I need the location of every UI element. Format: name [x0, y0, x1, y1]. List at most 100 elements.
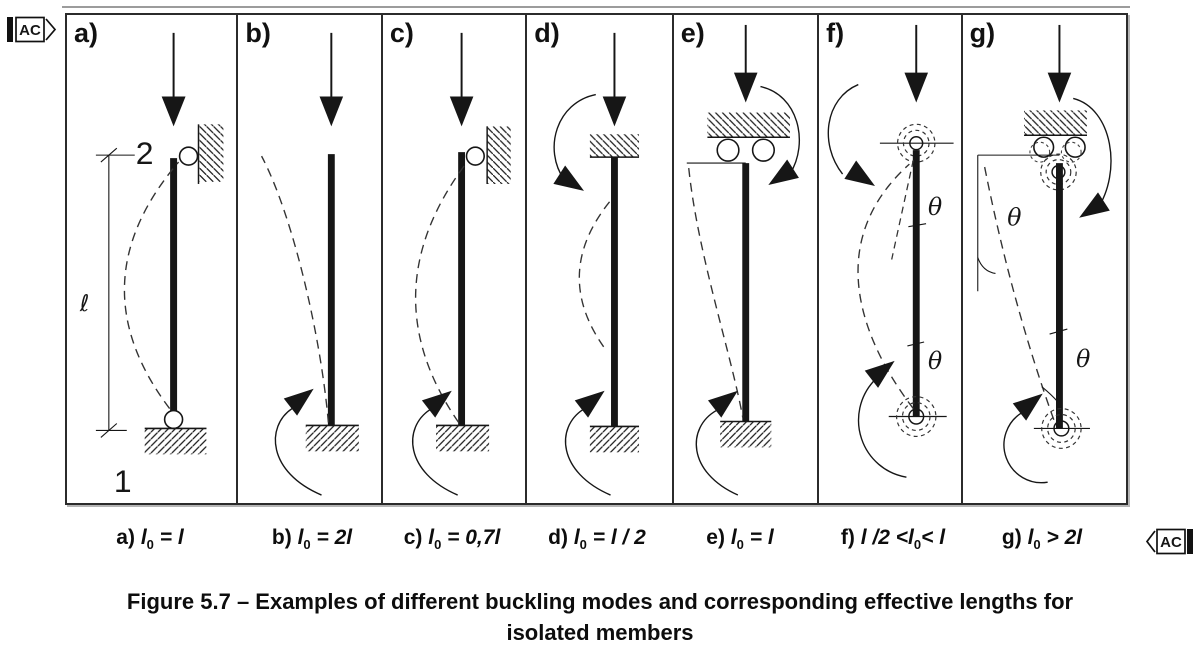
panel-label-g: g) l0 > 2l	[1001, 526, 1083, 552]
theta-top-label: θ	[928, 193, 942, 221]
fixed-base-support	[590, 425, 640, 453]
bottom-rotational-spring	[888, 396, 947, 438]
buckling-curve	[578, 201, 611, 352]
figure-caption-line1: Figure 5.7 – Examples of different buckl…	[126, 589, 1074, 614]
angle-tick-bottom	[907, 341, 925, 347]
angle-tick-mid	[1049, 328, 1068, 335]
reference-lines	[976, 154, 1060, 292]
fixed-base-support	[719, 420, 771, 448]
panel-c-letter: c)	[389, 18, 414, 48]
panel-d-letter: d)	[534, 18, 560, 48]
ac-marker-open: AC	[6, 15, 58, 49]
panel-label-f: f) l /2 <l0< l	[840, 526, 946, 552]
panel-e-drawing	[686, 24, 800, 496]
length-label: ℓ	[79, 291, 89, 317]
buckling-curve	[261, 155, 330, 423]
top-moment-arrow	[827, 83, 882, 196]
buckling-curve	[687, 167, 744, 418]
moment-arrow	[1002, 385, 1050, 484]
panel-b: b)	[236, 15, 380, 503]
ground-support	[144, 427, 207, 455]
load-arrow	[904, 24, 929, 103]
top-pin-support	[178, 124, 224, 184]
panel-a: a) 2 1	[67, 15, 236, 503]
moment-arrow	[858, 352, 907, 478]
figure-5-7-box: a) 2 1	[65, 13, 1128, 505]
fixed-base-support	[435, 424, 489, 452]
buckling-curve	[414, 163, 466, 423]
change-bar	[1187, 529, 1193, 554]
node-1-label: 1	[114, 463, 132, 499]
dimension-line	[95, 147, 135, 438]
panel-d-drawing	[553, 32, 640, 496]
moment-arrow	[275, 380, 323, 496]
ac-label: AC	[19, 22, 41, 39]
ac-marker-open-graphic: AC	[7, 16, 57, 43]
panel-label-d: d) l0 = l / 2	[548, 526, 646, 552]
panel-f: f) θ θ	[817, 15, 960, 503]
panel-f-drawing: θ θ	[827, 24, 954, 478]
ceiling-support	[707, 112, 790, 139]
roller-supports	[716, 138, 775, 162]
panel-label-e: e) l0 = l	[706, 526, 774, 552]
chevron-left-icon	[1145, 530, 1156, 553]
buckling-curve	[983, 166, 1056, 425]
panel-g-letter: g)	[969, 18, 996, 48]
load-arrow	[449, 32, 474, 127]
panel-c: c)	[380, 15, 525, 503]
moment-arrow	[565, 382, 612, 496]
panel-c-drawing	[411, 32, 511, 496]
panel-label-c: c) l0 = 0,7l	[403, 526, 501, 552]
figure-caption-line2: isolated members	[506, 620, 694, 645]
ac-marker-close: AC	[1145, 527, 1195, 561]
panel-a-drawing: 2 1 ℓ	[79, 32, 224, 499]
top-moment-arrow	[760, 85, 800, 195]
theta-bottom-label: θ	[928, 347, 942, 375]
fixed-base-support	[306, 424, 360, 452]
buckling-curve	[857, 163, 915, 410]
panel-d: d)	[525, 15, 671, 503]
angle-tick-top	[908, 223, 927, 228]
panel-f-letter: f)	[826, 18, 845, 48]
chevron-right-icon	[45, 18, 57, 41]
ceiling-support	[1023, 110, 1087, 137]
moment-arrow	[695, 382, 745, 496]
panel-b-letter: b)	[245, 18, 271, 48]
rotation-tangent-line	[891, 159, 915, 260]
ac-label: AC	[1160, 534, 1182, 551]
load-arrow	[1047, 24, 1071, 103]
load-arrow	[161, 32, 186, 127]
load-arrow	[602, 32, 627, 127]
change-bar	[7, 17, 13, 42]
panel-label-a: a) l0 = l	[116, 526, 184, 552]
panel-e-letter: e)	[680, 18, 705, 48]
top-moment-arrow	[1072, 97, 1112, 227]
load-arrow	[319, 32, 344, 127]
ac-marker-close-graphic: AC	[1145, 528, 1193, 555]
figure-caption: Figure 5.7 – Examples of different buckl…	[0, 586, 1200, 648]
panel-g: g)	[960, 15, 1126, 503]
panel-a-letter: a)	[74, 18, 99, 48]
moment-arrow	[411, 382, 459, 496]
panel-b-drawing	[261, 32, 360, 496]
node-2-label: 2	[136, 135, 154, 171]
panel-g-drawing: θ θ	[976, 24, 1112, 484]
roller-supports	[1029, 136, 1086, 163]
theta-top-label: θ	[1007, 204, 1021, 232]
load-arrow	[733, 24, 758, 103]
bottom-pin	[163, 409, 184, 430]
panel-labels-row: a) l0 = l b) l0 = 2l c) l0 = 0,7l d) l0 …	[0, 526, 1200, 560]
buckling-curve	[123, 161, 180, 409]
ac-box	[1156, 528, 1186, 555]
fixed-top-support	[590, 134, 640, 158]
angle-arc-bottom	[1041, 386, 1059, 403]
top-moment-arrow	[553, 93, 597, 201]
top-pin-support	[465, 126, 511, 184]
change-region-top-line	[62, 6, 1130, 8]
ac-box	[15, 16, 45, 43]
theta-bottom-label: θ	[1076, 345, 1090, 373]
panel-label-b: b) l0 = 2l	[271, 526, 353, 552]
bottom-rotational-spring	[1033, 407, 1090, 449]
panel-e: e)	[671, 15, 817, 503]
